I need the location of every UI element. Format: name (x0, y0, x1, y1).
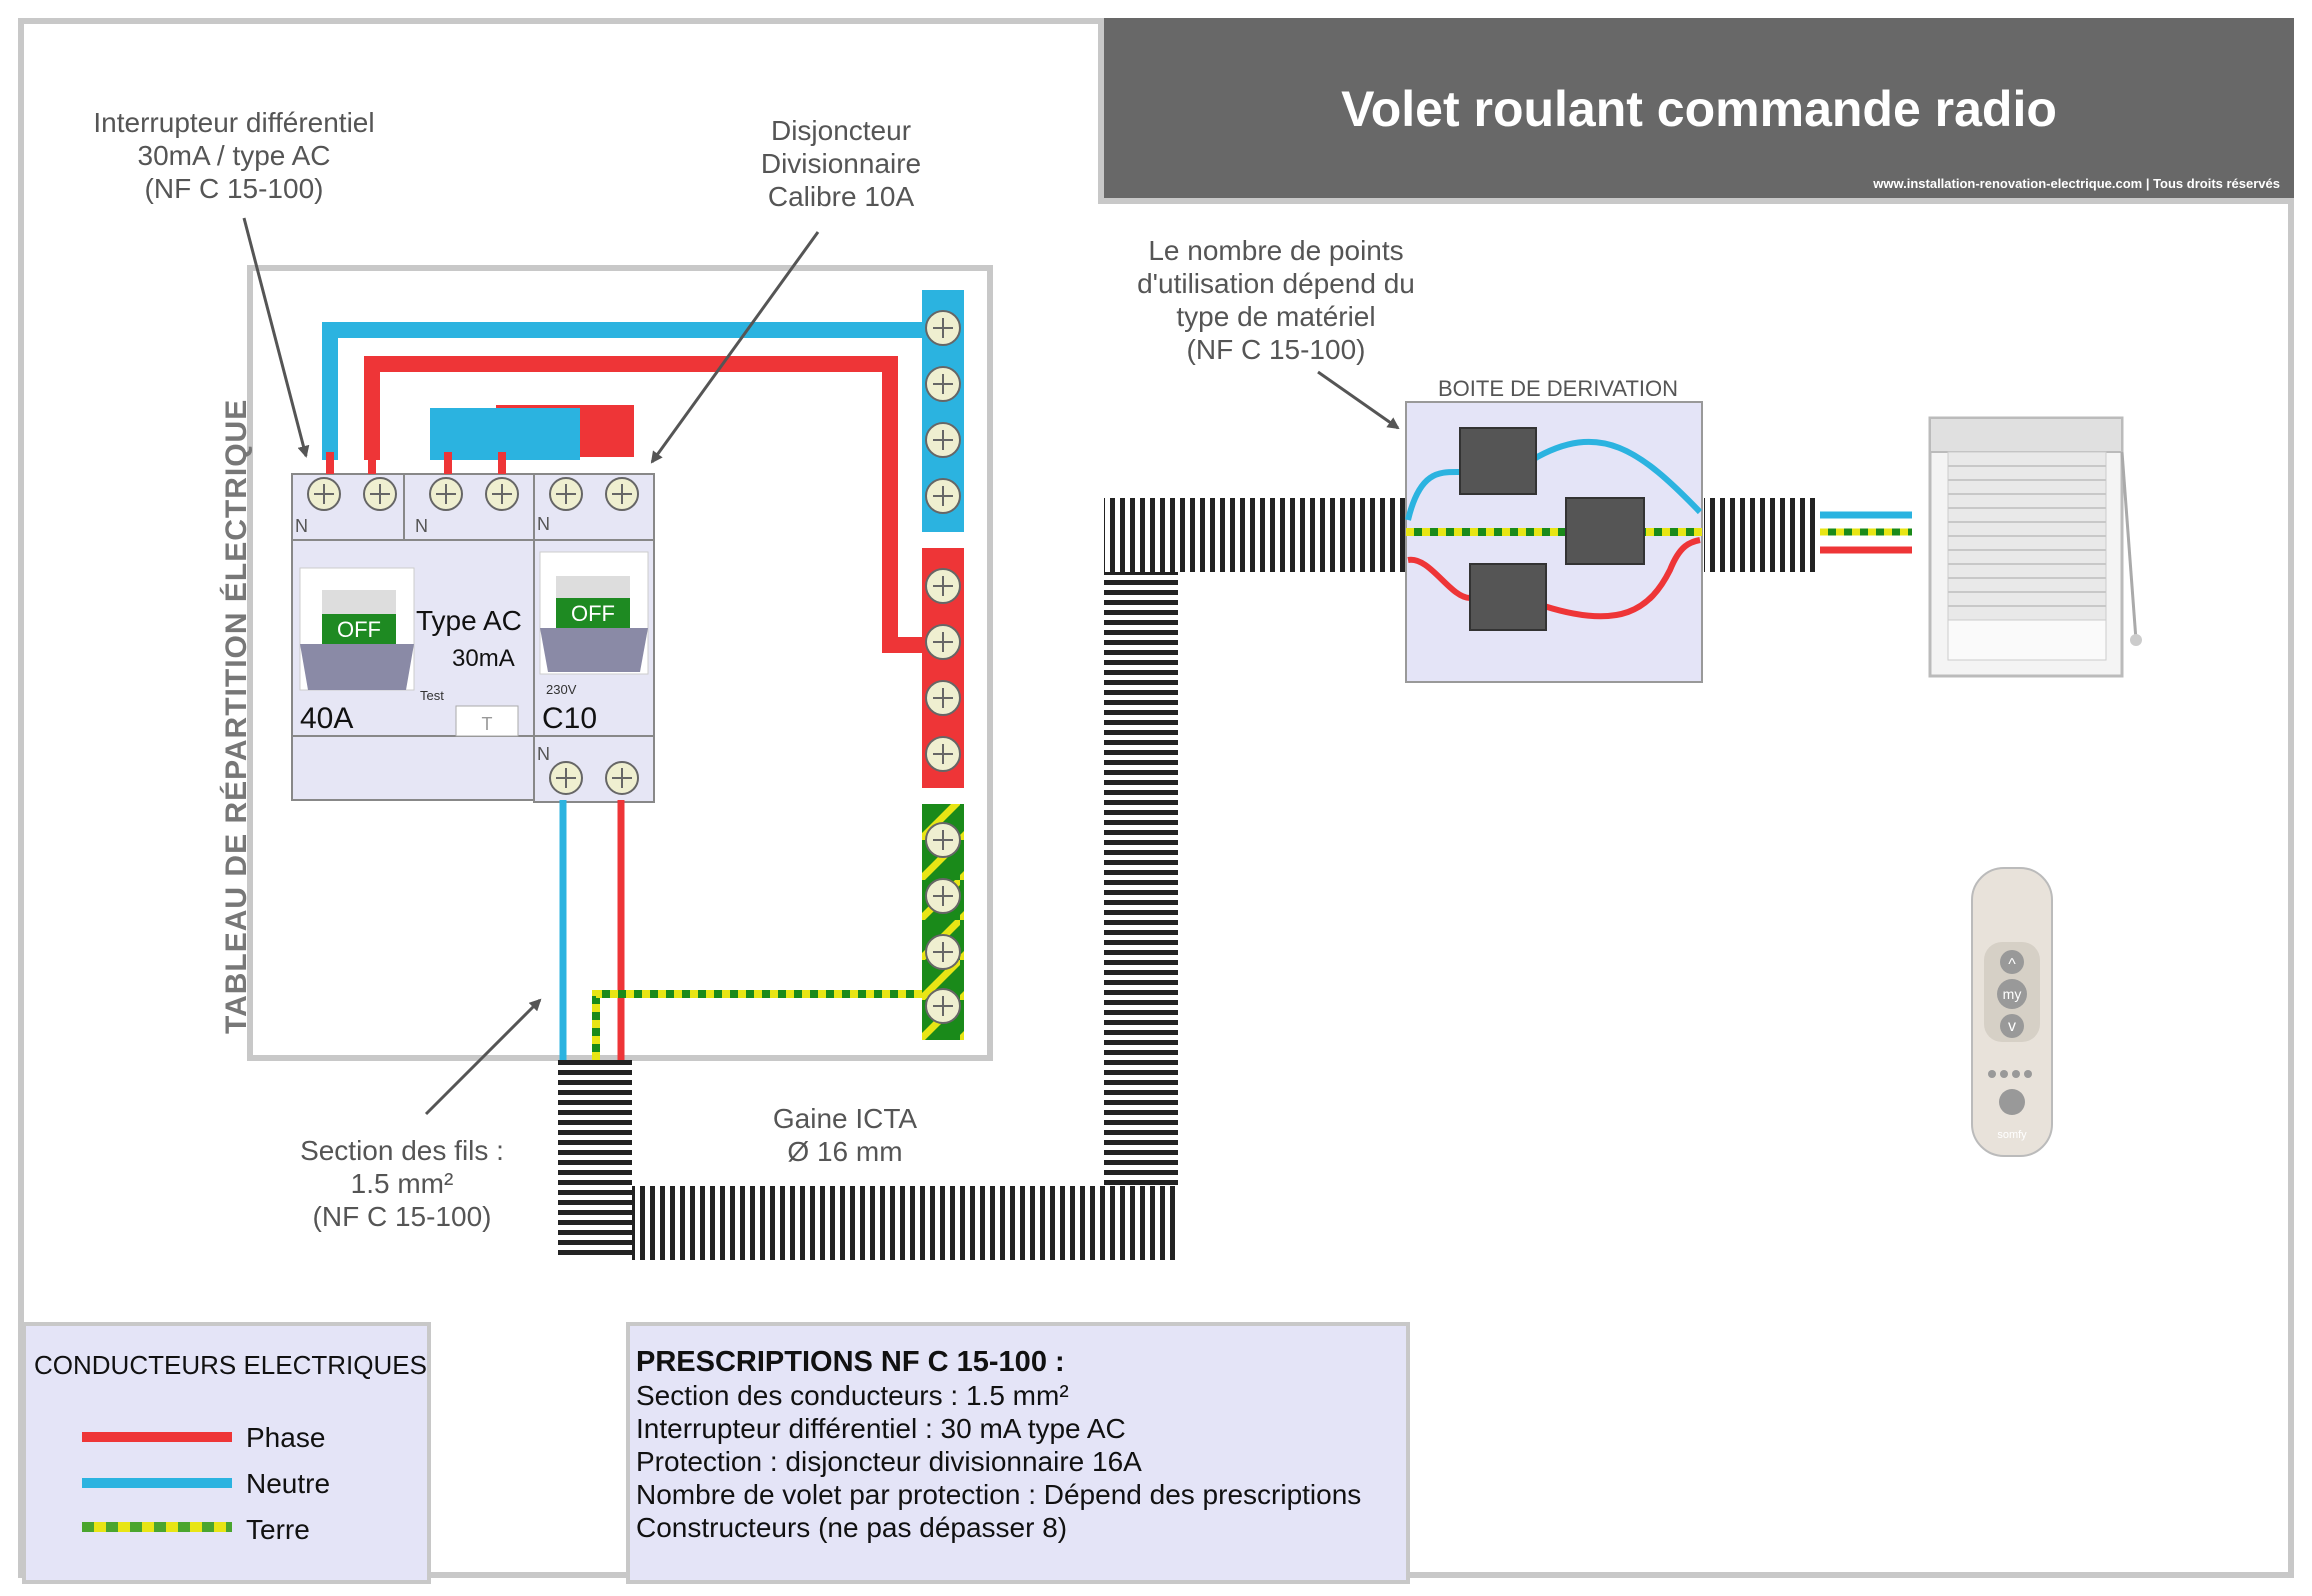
breaker-annotation: Disjoncteur Divisionnaire Calibre 10A (716, 114, 966, 213)
conductor-legend: CONDUCTEURS ELECTRIQUES Phase Neutre Ter… (22, 1322, 431, 1584)
differential-switch (291, 473, 535, 801)
breaker-n-bottom: N (537, 744, 550, 764)
breaker-off-label: OFF (571, 601, 615, 626)
breaker-device (533, 473, 655, 803)
junction-box-label: BOITE DE DERIVATION (1438, 376, 1678, 401)
points-annotation: Le nombre de points d'utilisation dépend… (1116, 234, 1436, 366)
arrow-differential (242, 217, 310, 458)
junction-box (1405, 401, 1703, 683)
section-annotation: Section des fils : 1.5 mm² (NF C 15-100) (262, 1134, 542, 1233)
arrow-breaker (650, 231, 820, 464)
legend-item-phase: Phase (246, 1422, 326, 1453)
breaker-n-top: N (537, 514, 550, 534)
diff-type-label: Type AC (416, 605, 522, 636)
prescriptions-box: PRESCRIPTIONS NF C 15-100 : Section des … (626, 1322, 1410, 1584)
prescriptions-title: PRESCRIPTIONS NF C 15-100 : (636, 1346, 1065, 1378)
legend-swatch-phase (82, 1432, 232, 1442)
diff-rating-label: 40A (300, 702, 353, 735)
conduit-annotation: Gaine ICTA Ø 16 mm (720, 1102, 970, 1168)
differential-annotation: Interrupteur différentiel 30mA / type AC… (74, 106, 394, 205)
legend-item-neutral: Neutre (246, 1468, 331, 1499)
points-annotation-line: (NF C 15-100) (1186, 334, 1366, 365)
differential-annotation-line: 30mA / type AC (137, 140, 331, 171)
remote-brand: somfy (1997, 1129, 2027, 1141)
comb-busbar-neutral (430, 408, 580, 460)
copyright-text: www.installation-renovation-electrique.c… (1873, 176, 2280, 191)
points-annotation-line: type de matériel (1176, 301, 1376, 332)
diff-sensitivity-label: 30mA (452, 645, 515, 672)
remote-my-button: my (2003, 986, 2022, 1002)
neutral-supply-wire (322, 322, 925, 460)
arrow-section (424, 998, 542, 1116)
breaker-annotation-line: Disjoncteur (770, 115, 912, 146)
diff-n-label-1: N (295, 516, 308, 536)
header-banner: Volet roulant commande radio www.install… (1098, 18, 2294, 204)
page-title: Volet roulant commande radio (1341, 81, 2057, 137)
diff-screws (307, 477, 519, 511)
remote-up-button: ^ (2008, 956, 2016, 973)
prescription-line: Protection : disjoncteur divisionnaire 1… (636, 1446, 1142, 1477)
radio-remote-image (1971, 867, 2053, 1157)
prescription-line: Constructeurs (ne pas dépasser 8) (636, 1512, 1068, 1543)
legend-title: CONDUCTEURS ELECTRIQUES (34, 1350, 427, 1380)
diff-off-label: OFF (337, 617, 381, 642)
legend-swatch-neutral (82, 1478, 232, 1488)
breaker-voltage: 230V (546, 682, 577, 697)
panel-vertical-label: TABLEAU DE RÉPARTITION ÉLECTRIQUE (219, 399, 253, 1034)
section-annotation-line: (NF C 15-100) (312, 1201, 492, 1232)
breaker-rating: C10 (542, 702, 597, 735)
arrow-points (1317, 370, 1400, 430)
prescription-line: Nombre de volet par protection : Dépend … (636, 1479, 1362, 1510)
breaker-annotation-line: Calibre 10A (767, 181, 915, 212)
section-annotation-line: 1.5 mm² (350, 1168, 454, 1199)
legend-item-earth: Terre (246, 1514, 310, 1545)
diff-top-terminals (326, 452, 506, 474)
diff-test-label: Test (420, 688, 444, 703)
differential-annotation-line: (NF C 15-100) (144, 173, 324, 204)
points-annotation-line: d'utilisation dépend du (1137, 268, 1415, 299)
icta-conduit (558, 498, 1820, 1260)
rolling-shutter-image (1928, 416, 2142, 678)
points-annotation-line: Le nombre de points (1148, 235, 1404, 266)
conduit-annotation-line: Gaine ICTA (772, 1103, 918, 1134)
differential-annotation-line: Interrupteur différentiel (93, 107, 375, 138)
prescription-line: Interrupteur différentiel : 30 mA type A… (636, 1413, 1126, 1444)
prescription-line: Section des conducteurs : 1.5 mm² (636, 1380, 1069, 1411)
conduit-annotation-line: Ø 16 mm (787, 1136, 903, 1167)
diff-test-button: T (482, 714, 493, 734)
section-annotation-line: Section des fils : (300, 1135, 504, 1166)
remote-down-button: v (2008, 1018, 2016, 1035)
diff-n-label-2: N (415, 516, 428, 536)
legend-swatch-earth (82, 1522, 232, 1532)
phase-supply-wire (364, 356, 925, 653)
breaker-annotation-line: Divisionnaire (760, 148, 922, 179)
